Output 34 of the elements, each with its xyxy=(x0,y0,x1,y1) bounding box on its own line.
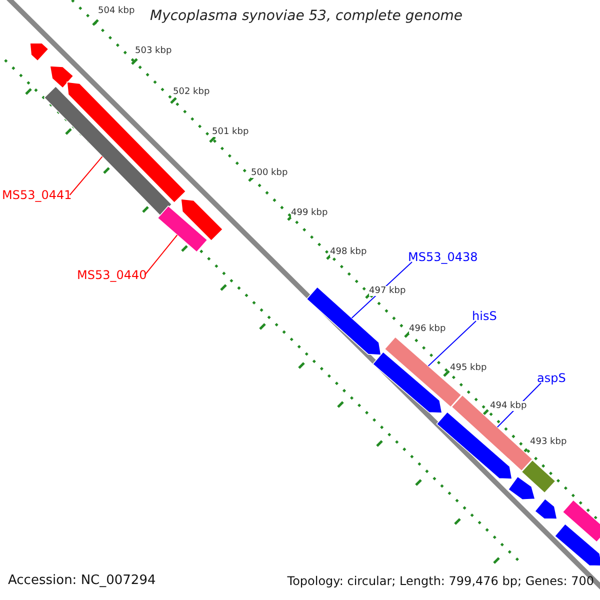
tick-label: 494 kbp xyxy=(490,401,527,411)
accession-text: Accession: NC_007294 xyxy=(8,573,156,588)
gene-feature xyxy=(562,499,600,543)
genome-summary-text: Topology: circular; Length: 799,476 bp; Genes: 700 xyxy=(287,574,594,588)
leader-line xyxy=(144,234,178,276)
gene-label: MS53_0438 xyxy=(408,250,478,264)
gene-feature xyxy=(554,523,600,566)
tick-label: 503 kbp xyxy=(135,46,172,56)
tick-label: 496 kbp xyxy=(409,324,446,334)
tick-label: 502 kbp xyxy=(173,87,210,97)
gene-feature xyxy=(436,411,512,480)
diagram-title: Mycoplasma synoviae 53, complete genome xyxy=(150,8,463,24)
gene-label: MS53_0441 xyxy=(2,188,72,202)
gene-feature xyxy=(508,476,536,500)
tick-label: 495 kbp xyxy=(450,363,487,373)
tick-label: 493 kbp xyxy=(530,437,567,447)
tick-label: 501 kbp xyxy=(212,127,249,137)
tick-label: 498 kbp xyxy=(330,247,367,257)
gene-feature xyxy=(180,198,224,242)
gene-label: aspS xyxy=(537,371,566,385)
gene-feature xyxy=(157,205,208,253)
leader-line xyxy=(428,320,476,366)
tick-label: 497 kbp xyxy=(369,286,406,296)
gene-feature xyxy=(372,351,442,414)
gene-feature xyxy=(521,460,556,494)
gene-feature xyxy=(534,498,558,520)
gene-feature xyxy=(50,66,74,89)
tick-label: 504 kbp xyxy=(98,6,135,16)
tick-label: 499 kbp xyxy=(291,208,328,218)
gene-label: hisS xyxy=(472,309,497,323)
leader-line xyxy=(69,156,103,196)
gene-feature xyxy=(30,42,49,62)
gene-label: MS53_0440 xyxy=(77,268,147,282)
tick-label: 500 kbp xyxy=(251,168,288,178)
